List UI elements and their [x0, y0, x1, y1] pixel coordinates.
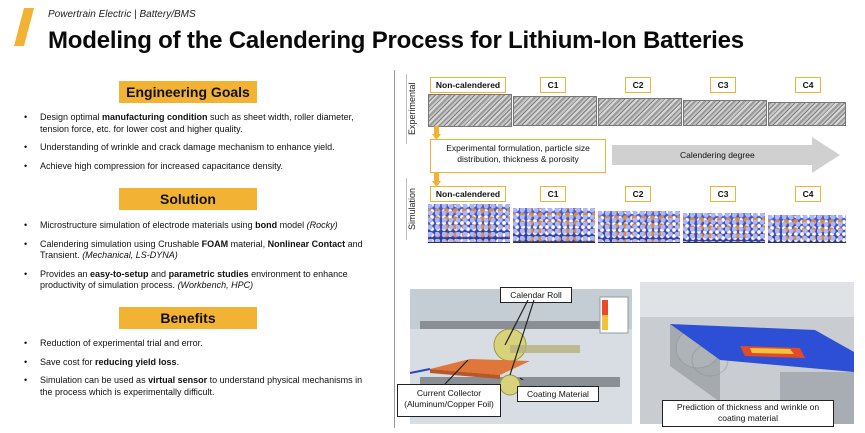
experimental-micrograph [683, 100, 767, 126]
benefits-heading: Benefits [119, 307, 257, 329]
prediction-callout: Prediction of thickness and wrinkle on c… [662, 400, 834, 427]
simulated-particle-bed [513, 208, 595, 243]
list-item: Achieve high compression for increased c… [22, 161, 374, 173]
exp-stage-label: C4 [795, 77, 821, 93]
list-item: Understanding of wrinkle and crack damag… [22, 142, 374, 154]
coating-material-callout: Coating Material [517, 386, 599, 402]
experimental-side-label: Experimental [406, 74, 423, 144]
breadcrumb: Powertrain Electric | Battery/BMS [48, 9, 196, 20]
current-collector-leader [444, 360, 469, 385]
column-divider [394, 70, 395, 428]
exp-stage-label: Non-calendered [430, 77, 506, 93]
sim-stage-label: C2 [625, 186, 651, 202]
experimental-micrograph [513, 96, 597, 126]
list-item: Save cost for reducing yield loss. [22, 357, 374, 369]
simulated-particle-bed [768, 215, 846, 243]
list-item: Design optimal manufacturing condition s… [22, 112, 374, 135]
sim-stage-label: C4 [795, 186, 821, 202]
down-arrow-icon [432, 173, 441, 187]
current-collector-callout: Current Collector (Aluminum/Copper Foil) [397, 384, 501, 417]
sim-stage-label: C3 [710, 186, 736, 202]
benefits-list: Reduction of experimental trial and erro… [22, 338, 374, 405]
solution-list: Microstructure simulation of electrode m… [22, 220, 374, 299]
experimental-micrograph [768, 102, 846, 126]
solution-heading: Solution [119, 188, 257, 210]
exp-stage-label: C2 [625, 77, 651, 93]
exp-stage-label: C1 [540, 77, 566, 93]
page-title: Modeling of the Calendering Process for … [48, 27, 744, 54]
list-item: Microstructure simulation of electrode m… [22, 220, 374, 232]
engineering-goals-list: Design optimal manufacturing condition s… [22, 112, 374, 179]
list-item: Calendering simulation using Crushable F… [22, 239, 374, 262]
experimental-micrograph [428, 94, 512, 127]
simulation-side-label: Simulation [406, 178, 423, 240]
list-item: Reduction of experimental trial and erro… [22, 338, 374, 350]
exp-stage-label: C3 [710, 77, 736, 93]
experimental-formulation-box: Experimental formulation, particle size … [430, 139, 606, 173]
down-arrow-icon [432, 126, 441, 140]
simulated-particle-bed [683, 213, 765, 243]
calendering-degree-arrow [612, 137, 840, 173]
callout-leader-lines [504, 300, 535, 380]
calendar-roll-callout: Calendar Roll [500, 287, 572, 303]
list-item: Provides an easy-to-setup and parametric… [22, 269, 374, 292]
sim-stage-label: C1 [540, 186, 566, 202]
engineering-goals-heading: Engineering Goals [119, 81, 257, 103]
calendering-degree-label: Calendering degree [680, 150, 755, 160]
simulated-particle-bed [598, 211, 680, 243]
list-item: Simulation can be used as virtual sensor… [22, 375, 374, 398]
experimental-micrograph [598, 98, 682, 126]
simulated-particle-bed [428, 204, 510, 243]
sim-stage-label: Non-calendered [430, 186, 506, 202]
accent-slash-logo [14, 8, 34, 46]
